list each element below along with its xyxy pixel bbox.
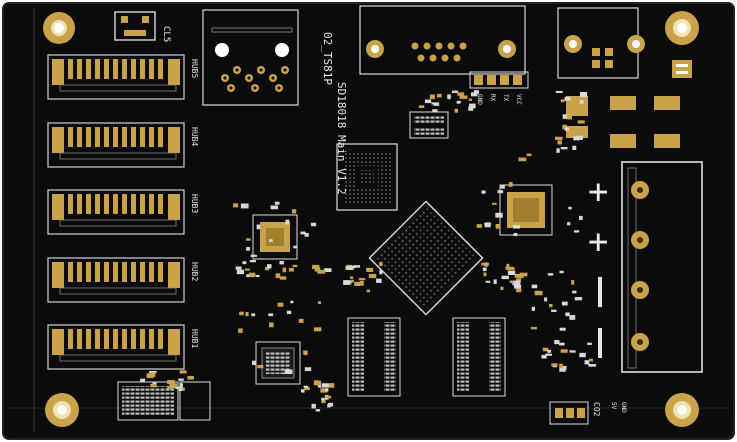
silk-label-cl5: CL5 xyxy=(161,26,171,42)
usb-connector-footprint xyxy=(359,5,526,75)
silk-label-vcc: VCC xyxy=(515,94,522,105)
uart-header xyxy=(469,71,529,89)
silk-label-hub: HUB3 xyxy=(190,194,199,213)
hub-connector xyxy=(47,54,185,100)
soic-chip xyxy=(409,111,449,139)
silk-label-co2: CO2 xyxy=(592,402,601,417)
svg-text:+: + xyxy=(588,172,608,212)
silk-title: 02_TS81P xyxy=(321,32,334,85)
silk-label-hub: HUB5 xyxy=(190,59,199,78)
hub-connector xyxy=(47,122,185,168)
power-polarity-marks: + + xyxy=(588,172,608,358)
bga-processor xyxy=(368,200,484,316)
bga-chip-small xyxy=(336,143,398,211)
mounting-hole xyxy=(665,393,699,427)
silk-label-gnd-2: GND xyxy=(620,402,627,413)
mounting-hole xyxy=(45,393,79,427)
header-cl5 xyxy=(114,11,156,41)
hub-connector-group xyxy=(47,54,185,370)
hub-connector xyxy=(47,257,185,303)
silk-label-gnd: GND xyxy=(476,94,483,105)
silk-label-rx: RX xyxy=(489,94,496,102)
co2-connector xyxy=(549,401,589,425)
pin-header-bottom-left xyxy=(117,381,211,421)
memory-chip-2 xyxy=(452,317,506,397)
mounting-hole xyxy=(43,12,75,44)
mounting-hole xyxy=(665,11,699,45)
memory-chip-1 xyxy=(347,317,401,397)
qfp-chip-bottom xyxy=(255,341,301,385)
power-jack-footprint xyxy=(557,7,645,79)
power-pads-cluster xyxy=(566,60,692,148)
smd-component-cluster xyxy=(140,90,596,412)
hub-connector xyxy=(47,189,185,235)
svg-text:+: + xyxy=(588,222,608,262)
silk-label-hub: HUB1 xyxy=(190,329,199,348)
silk-label-hub: HUB4 xyxy=(190,127,199,146)
qfn-chip-right xyxy=(499,184,553,236)
silk-label-hub: HUB2 xyxy=(190,262,199,281)
hub-connector xyxy=(47,324,185,370)
silk-version: SD18018 Main V1.2 xyxy=(335,82,348,195)
terminal-block-footprint xyxy=(621,161,703,373)
rj45-footprint xyxy=(202,9,299,106)
silk-label-5v: 5V xyxy=(610,402,617,410)
silk-label-tx: TX xyxy=(502,94,509,102)
